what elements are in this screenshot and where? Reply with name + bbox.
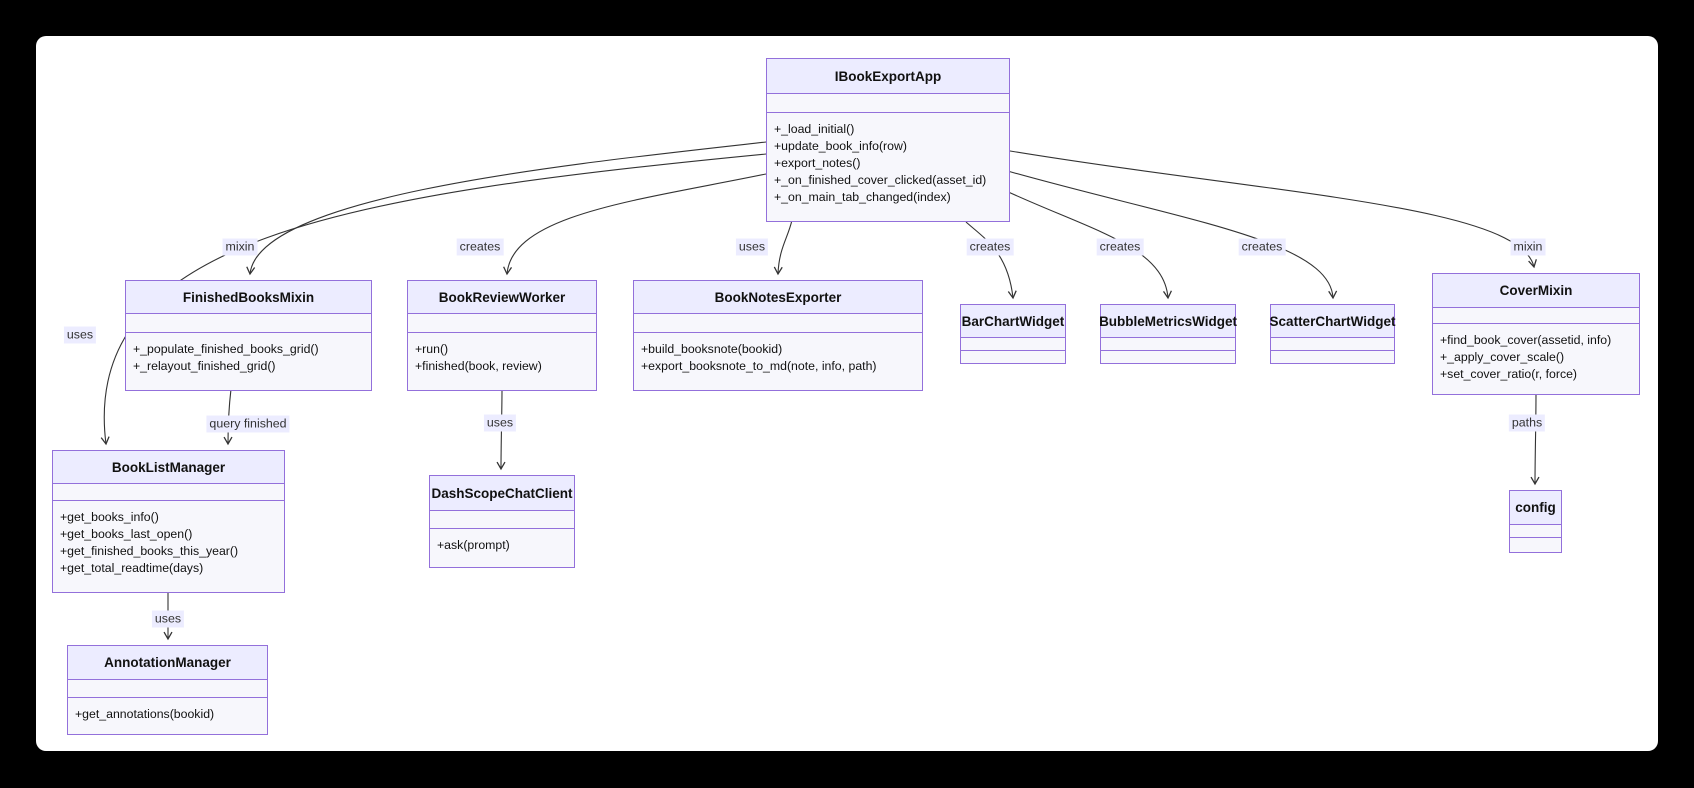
class-attributes-section [1510, 525, 1561, 538]
method-item: +get_total_readtime(days) [60, 561, 204, 575]
method-item: +update_book_info(row) [774, 139, 907, 153]
edge-label: mixin [1510, 238, 1546, 256]
class-methods-section: +run() +finished(book, review) [408, 333, 596, 390]
class-title: ScatterChartWidget [1270, 305, 1395, 338]
class-title: BarChartWidget [961, 305, 1065, 338]
edge-label: uses [151, 610, 185, 628]
class-title: CoverMixin [1433, 274, 1639, 308]
method-item: +run() [415, 342, 449, 356]
class-title: IBookExportApp [767, 59, 1009, 94]
edge-label: paths [1508, 414, 1546, 432]
method-item: +_on_finished_cover_clicked(asset_id) [774, 173, 987, 187]
class-methods-section: +get_annotations(bookid) [68, 698, 267, 734]
class-title: AnnotationManager [68, 646, 267, 680]
class-attributes-section [767, 94, 1009, 113]
class-BarChartWidget: BarChartWidget [960, 304, 1066, 364]
class-methods-section [961, 351, 1065, 363]
class-BookNotesExporter: BookNotesExporter +build_booksnote(bookid… [633, 280, 923, 391]
class-attributes-section [430, 511, 574, 529]
method-item: +ask(prompt) [437, 538, 510, 552]
method-item: +find_book_cover(assetid, info) [1440, 333, 1612, 347]
method-item: +export_notes() [774, 156, 861, 170]
class-title: DashScopeChatClient [430, 476, 574, 511]
class-attributes-section [408, 314, 596, 333]
edge-label: creates [966, 238, 1014, 256]
class-methods-section [1101, 351, 1235, 363]
class-attributes-section [961, 338, 1065, 351]
method-item: +get_books_info() [60, 510, 159, 524]
class-config: config [1509, 490, 1562, 553]
class-methods-section: +get_books_info() +get_books_last_open() +… [53, 501, 284, 592]
class-title: FinishedBooksMixin [126, 281, 371, 314]
class-attributes-section [1271, 338, 1394, 351]
method-item: +get_books_last_open() [60, 527, 193, 541]
edge-label: creates [456, 238, 504, 256]
class-attributes-section [126, 314, 371, 333]
method-item: +export_booksnote_to_md(note, info, path… [641, 359, 877, 373]
class-title: BookListManager [53, 451, 284, 484]
method-item: +build_booksnote(bookid) [641, 342, 783, 356]
class-title: BubbleMetricsWidget [1099, 305, 1237, 338]
class-attributes-section [634, 314, 922, 333]
method-item: +get_annotations(bookid) [75, 707, 215, 721]
method-item: +finished(book, review) [415, 359, 542, 373]
class-attributes-section [68, 680, 267, 698]
class-methods-section: +_load_initial() +update_book_info(row) +e… [767, 113, 1009, 221]
class-methods-section [1271, 351, 1394, 363]
class-IBookExportApp: IBookExportApp +_load_initial() +update_bo… [766, 58, 1010, 222]
class-FinishedBooksMixin: FinishedBooksMixin +_populate_finished_bo… [125, 280, 372, 391]
method-item: +_populate_finished_books_grid() [133, 342, 319, 356]
class-methods-section [1510, 538, 1561, 552]
edge-label: query finished [206, 415, 290, 433]
class-methods-section: +ask(prompt) [430, 529, 574, 567]
class-CoverMixin: CoverMixin +find_book_cover(assetid, info… [1432, 273, 1640, 395]
class-BookListManager: BookListManager+get_books_info()+get_boo… [52, 450, 285, 593]
class-methods-section: +find_book_cover(assetid, info) +_apply_c… [1433, 324, 1639, 394]
class-BookReviewWorker: BookReviewWorker +run() +finished(book, re… [407, 280, 597, 391]
class-title: BookNotesExporter [634, 281, 922, 314]
class-BubbleMetricsWidget: BubbleMetricsWidget [1099, 304, 1237, 364]
method-item: +set_cover_ratio(r, force) [1440, 367, 1578, 381]
class-attributes-section [1433, 308, 1639, 324]
method-item: +_relayout_finished_grid() [133, 359, 276, 373]
class-title: config [1510, 491, 1561, 525]
class-ScatterChartWidget: ScatterChartWidget [1270, 304, 1395, 364]
edge-label: creates [1096, 238, 1144, 256]
class-attributes-section [53, 484, 284, 501]
class-methods-section: +_populate_finished_books_grid() +_relayo… [126, 333, 371, 390]
class-AnnotationManager: AnnotationManager +get_annotations(bookid… [67, 645, 268, 735]
class-methods-section: +build_booksnote(bookid) +export_booksnot… [634, 333, 922, 390]
edge-label: uses [735, 238, 769, 256]
method-item: +_on_main_tab_changed(index) [774, 190, 951, 204]
method-item: +get_finished_books_this_year() [60, 544, 239, 558]
class-attributes-section [1101, 338, 1235, 351]
edge-label: uses [63, 326, 97, 344]
edge-label: mixin [222, 238, 258, 256]
edge-label: creates [1238, 238, 1286, 256]
method-item: +_load_initial() [774, 122, 855, 136]
method-item: +_apply_cover_scale() [1440, 350, 1565, 364]
edge-label: uses [483, 414, 517, 432]
class-title: BookReviewWorker [408, 281, 596, 314]
class-DashScopeChatClient: DashScopeChatClient +ask(prompt) [429, 475, 575, 568]
